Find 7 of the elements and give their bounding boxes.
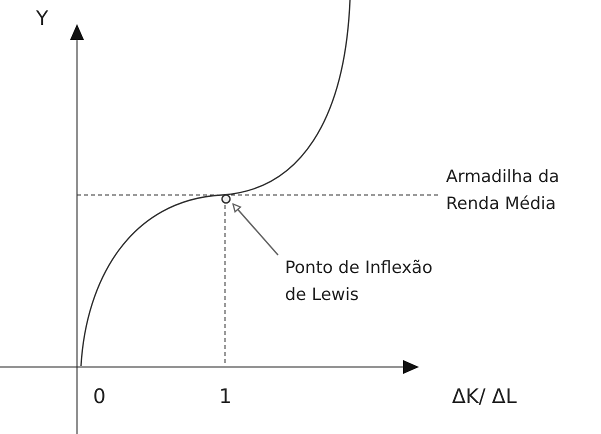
axis-label: Y bbox=[36, 5, 48, 32]
annotation-text: Ponto de Inflexão de Lewis bbox=[285, 255, 455, 309]
axis-label: ΔK/ ΔL bbox=[452, 383, 517, 410]
tick-label: 1 bbox=[219, 383, 232, 410]
annotation-text: Armadilha da Renda Média bbox=[446, 166, 560, 216]
tick-label: 0 bbox=[93, 383, 106, 410]
arrow bbox=[232, 203, 279, 256]
